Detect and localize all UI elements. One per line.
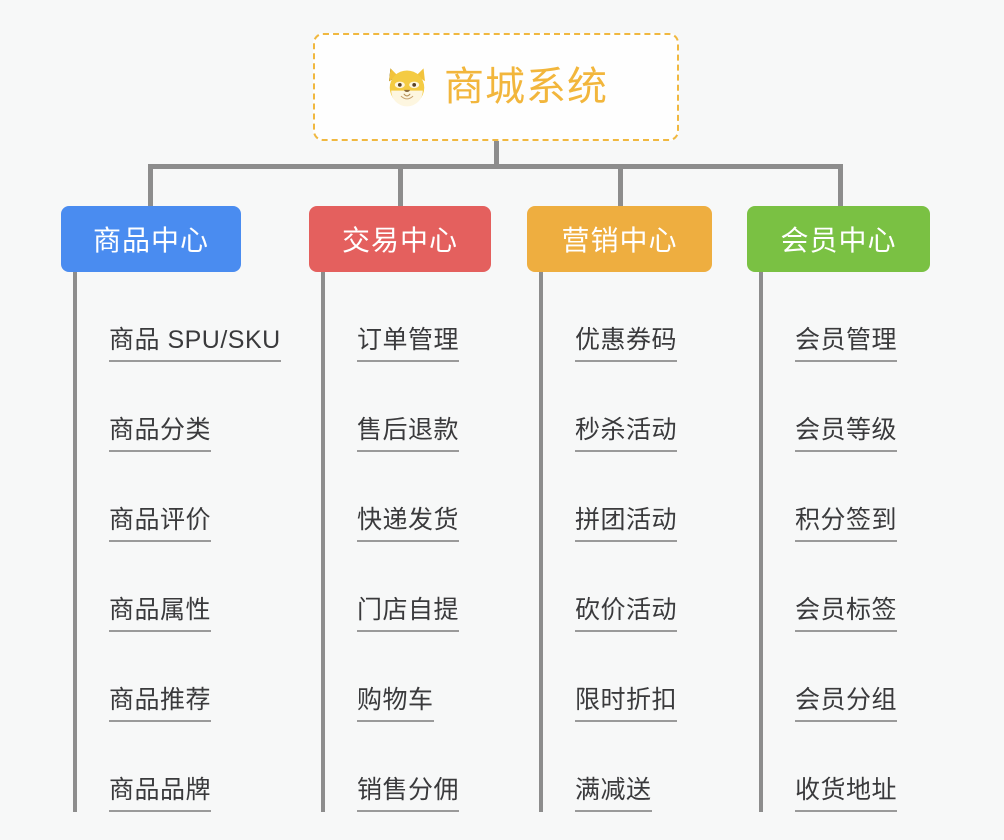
connector-horizontal-bar	[148, 164, 843, 169]
branch-column-4: 会员中心 会员管理 会员等级 积分签到 会员标签 会员分组 收货地址	[747, 206, 930, 812]
list-item[interactable]: 会员管理	[763, 272, 930, 362]
list-item[interactable]: 门店自提	[325, 542, 491, 632]
list-item[interactable]: 秒杀活动	[543, 362, 712, 452]
list-item[interactable]: 商品属性	[77, 542, 281, 632]
leaf-label: 收货地址	[795, 776, 898, 812]
branch-items-2: 订单管理 售后退款 快递发货 门店自提 购物车 销售分佣	[321, 272, 491, 812]
list-item[interactable]: 商品品牌	[77, 722, 281, 812]
list-item[interactable]: 积分签到	[763, 452, 930, 542]
leaf-label: 会员标签	[795, 596, 898, 632]
root-node[interactable]: 商城系统	[313, 33, 679, 141]
branch-header-4[interactable]: 会员中心	[747, 206, 930, 272]
list-item[interactable]: 会员分组	[763, 632, 930, 722]
leaf-label: 会员等级	[795, 416, 898, 452]
leaf-label: 商品品牌	[109, 776, 212, 812]
connector-drop-2	[398, 164, 403, 207]
branch-items-4: 会员管理 会员等级 积分签到 会员标签 会员分组 收货地址	[759, 272, 930, 812]
leaf-label: 满减送	[575, 776, 652, 812]
leaf-label: 购物车	[357, 686, 434, 722]
branch-header-3[interactable]: 营销中心	[527, 206, 712, 272]
connector-drop-3	[618, 164, 623, 207]
list-item[interactable]: 限时折扣	[543, 632, 712, 722]
connector-root-stem	[494, 141, 499, 168]
branch-items-1: 商品 SPU/SKU 商品分类 商品评价 商品属性 商品推荐 商品品牌	[73, 272, 281, 812]
connector-drop-1	[148, 164, 153, 207]
list-item[interactable]: 会员等级	[763, 362, 930, 452]
list-item[interactable]: 快递发货	[325, 452, 491, 542]
leaf-label: 订单管理	[357, 326, 460, 362]
leaf-label: 商品 SPU/SKU	[109, 326, 281, 362]
leaf-label: 售后退款	[357, 416, 460, 452]
leaf-label: 销售分佣	[357, 776, 460, 812]
leaf-label: 秒杀活动	[575, 416, 678, 452]
branch-column-1: 商品中心 商品 SPU/SKU 商品分类 商品评价 商品属性 商品推荐 商品品牌	[61, 206, 281, 812]
branch-column-2: 交易中心 订单管理 售后退款 快递发货 门店自提 购物车 销售分佣	[309, 206, 491, 812]
connector-drop-4	[838, 164, 843, 207]
leaf-label: 商品推荐	[109, 686, 212, 722]
branch-column-3: 营销中心 优惠券码 秒杀活动 拼团活动 砍价活动 限时折扣 满减送	[527, 206, 712, 812]
list-item[interactable]: 满减送	[543, 722, 712, 812]
list-item[interactable]: 商品分类	[77, 362, 281, 452]
list-item[interactable]: 售后退款	[325, 362, 491, 452]
root-title: 商城系统	[444, 65, 608, 109]
leaf-label: 限时折扣	[575, 686, 678, 722]
list-item[interactable]: 砍价活动	[543, 542, 712, 632]
leaf-label: 拼团活动	[575, 506, 678, 542]
list-item[interactable]: 商品推荐	[77, 632, 281, 722]
leaf-label: 商品属性	[109, 596, 212, 632]
list-item[interactable]: 订单管理	[325, 272, 491, 362]
shiba-dog-face-icon	[389, 68, 425, 107]
leaf-label: 门店自提	[357, 596, 460, 632]
list-item[interactable]: 商品 SPU/SKU	[77, 272, 281, 362]
list-item[interactable]: 商品评价	[77, 452, 281, 542]
leaf-label: 会员分组	[795, 686, 898, 722]
list-item[interactable]: 销售分佣	[325, 722, 491, 812]
branch-items-3: 优惠券码 秒杀活动 拼团活动 砍价活动 限时折扣 满减送	[539, 272, 712, 812]
leaf-label: 优惠券码	[575, 326, 678, 362]
list-item[interactable]: 拼团活动	[543, 452, 712, 542]
branch-header-1[interactable]: 商品中心	[61, 206, 241, 272]
leaf-label: 商品评价	[109, 506, 212, 542]
branch-header-2[interactable]: 交易中心	[309, 206, 491, 272]
leaf-label: 砍价活动	[575, 596, 678, 632]
leaf-label: 商品分类	[109, 416, 212, 452]
list-item[interactable]: 优惠券码	[543, 272, 712, 362]
leaf-label: 会员管理	[795, 326, 898, 362]
leaf-label: 快递发货	[357, 506, 460, 542]
leaf-label: 积分签到	[795, 506, 898, 542]
list-item[interactable]: 购物车	[325, 632, 491, 722]
list-item[interactable]: 收货地址	[763, 722, 930, 812]
list-item[interactable]: 会员标签	[763, 542, 930, 632]
